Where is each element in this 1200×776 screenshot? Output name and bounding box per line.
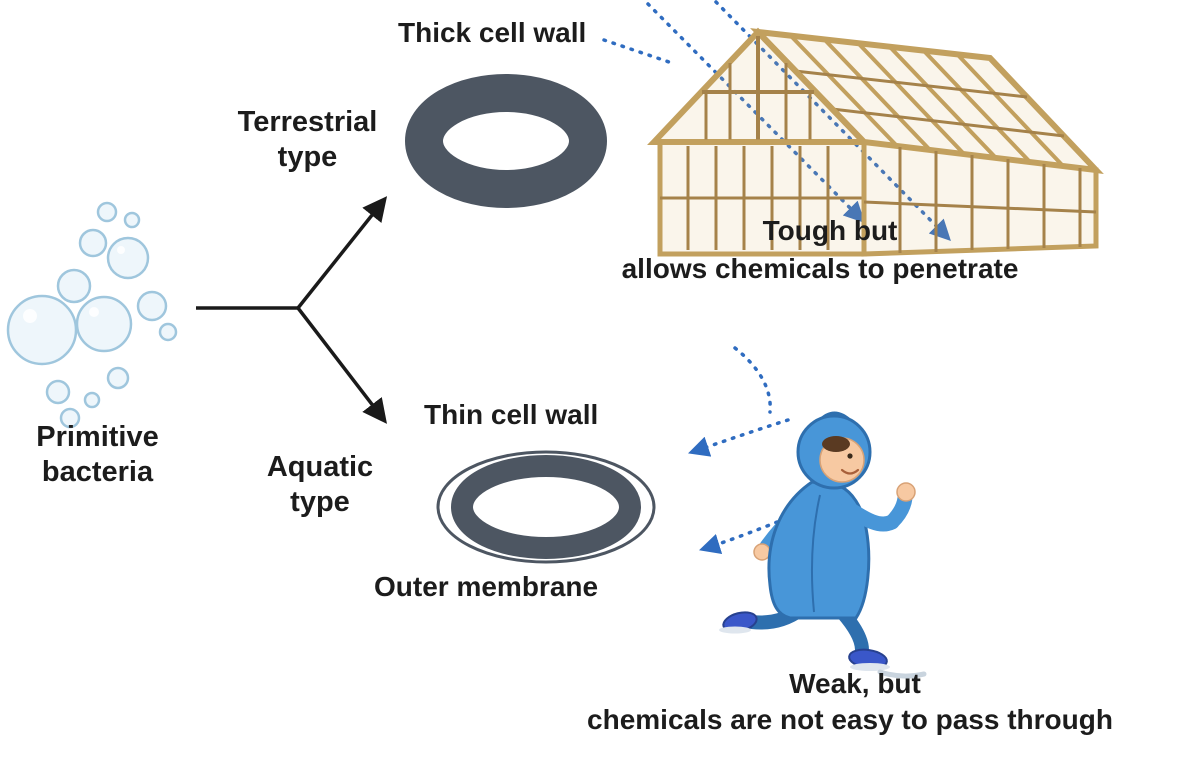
thin-cell-wall-label: Thin cell wall: [424, 399, 599, 430]
chemical-arrows-penetrating-icon: [602, 0, 951, 241]
terrestrial-note-line2: allows chemicals to penetrate: [621, 253, 1019, 284]
aquatic-note-line1: Weak, but: [789, 668, 921, 699]
thick-cell-wall-ring-icon: [405, 74, 607, 208]
branch-arrows: [196, 196, 388, 424]
outer-membrane-label: Outer membrane: [374, 571, 599, 602]
primitive-bacteria-bubbles-icon: [6, 201, 178, 429]
aquatic-type-label: Aquatic type: [266, 451, 374, 519]
terrestrial-type-label: Terrestrial type: [237, 106, 378, 174]
thick-cell-wall-label: Thick cell wall: [398, 17, 587, 48]
outer-membrane-ellipse: [436, 450, 656, 564]
child-in-blue-raincoat-icon: [719, 411, 927, 679]
thin-cell-wall-ring-icon: [436, 450, 656, 564]
primitive-bacteria-label: Primitive bacteria: [36, 421, 159, 489]
wooden-frame-house-icon: [647, 27, 1104, 257]
terrestrial-note-line1: Tough but: [762, 215, 898, 246]
aquatic-note-line2: chemicals are not easy to pass through: [587, 704, 1113, 735]
